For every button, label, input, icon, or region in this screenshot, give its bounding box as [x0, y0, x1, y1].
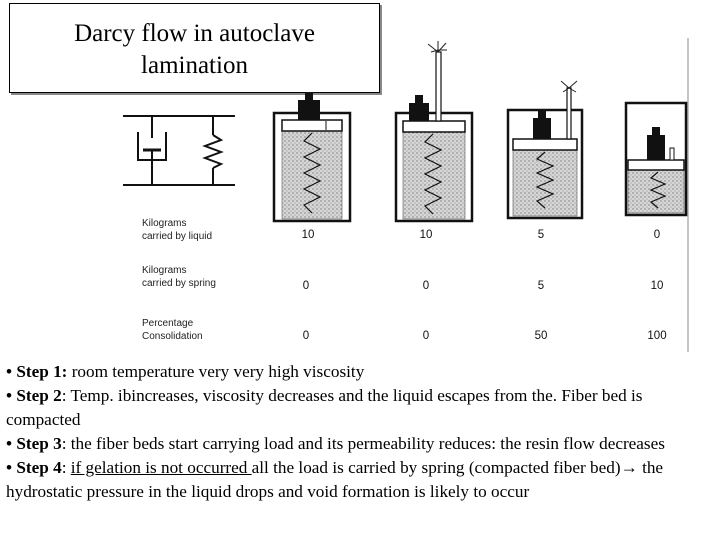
- row-1-label-2: carried by liquid: [142, 231, 212, 242]
- row-1-label-1: Kilograms: [142, 218, 186, 229]
- step-1-label: • Step 1:: [6, 362, 68, 381]
- step-4-text-2: the hydrostatic pressure in the liquid d…: [6, 458, 664, 501]
- value-r2-c1: 0: [303, 280, 309, 292]
- step-4-text: all the load is carried by spring (compa…: [251, 458, 621, 477]
- value-r1-c2: 10: [420, 229, 433, 241]
- container-1: [272, 92, 352, 223]
- title-line-2: lamination: [141, 52, 248, 79]
- container-2: [394, 41, 474, 223]
- value-r1-c1: 10: [302, 229, 315, 241]
- title-line-1: Darcy flow in autoclave: [74, 20, 315, 47]
- value-r2-c2: 0: [423, 280, 429, 292]
- value-r3-c4: 100: [647, 330, 666, 342]
- container-3: [506, 80, 584, 220]
- step-4: • Step 4: if gelation is not occurred al…: [6, 456, 716, 504]
- value-r3-c3: 50: [535, 330, 548, 342]
- spring-dashpot-symbol: [123, 115, 235, 186]
- value-r1-c4: 0: [654, 229, 660, 241]
- step-3-label: • Step 3: [6, 434, 62, 453]
- step-2: • Step 2: Temp. ibincreases, viscosity d…: [6, 384, 716, 432]
- row-3-label-1: Percentage: [142, 318, 194, 329]
- step-list: • Step 1: room temperature very very hig…: [6, 360, 716, 504]
- row-2-label-1: Kilograms: [142, 265, 186, 276]
- arrow-icon: →: [620, 458, 638, 477]
- value-r2-c3: 5: [538, 280, 544, 292]
- step-4-label: • Step 4: [6, 458, 62, 477]
- row-2-label-2: carried by spring: [142, 278, 216, 289]
- value-r2-c4: 10: [651, 280, 664, 292]
- step-2-text: : Temp. ibincreases, viscosity decreases…: [6, 386, 643, 429]
- value-r3-c1: 0: [303, 330, 309, 342]
- value-r3-c2: 0: [423, 330, 429, 342]
- consolidation-diagram: Kilograms carried by liquid Kilograms ca…: [123, 38, 689, 352]
- step-3-text: : the fiber beds start carrying load and…: [61, 434, 665, 453]
- step-3: • Step 3: the fiber beds start carrying …: [6, 432, 716, 456]
- step-1-text: room temperature very very high viscosit…: [67, 362, 365, 381]
- container-4: [624, 101, 688, 217]
- step-4-underlined: if gelation is not occurred: [70, 458, 252, 477]
- step-2-label: • Step 2: [6, 386, 62, 405]
- step-4-pre: :: [61, 458, 71, 477]
- row-3-label-2: Consolidation: [142, 331, 203, 342]
- value-r1-c3: 5: [538, 229, 544, 241]
- step-1: • Step 1: room temperature very very hig…: [6, 360, 716, 384]
- title-box: Darcy flow in autoclave lamination: [9, 3, 380, 93]
